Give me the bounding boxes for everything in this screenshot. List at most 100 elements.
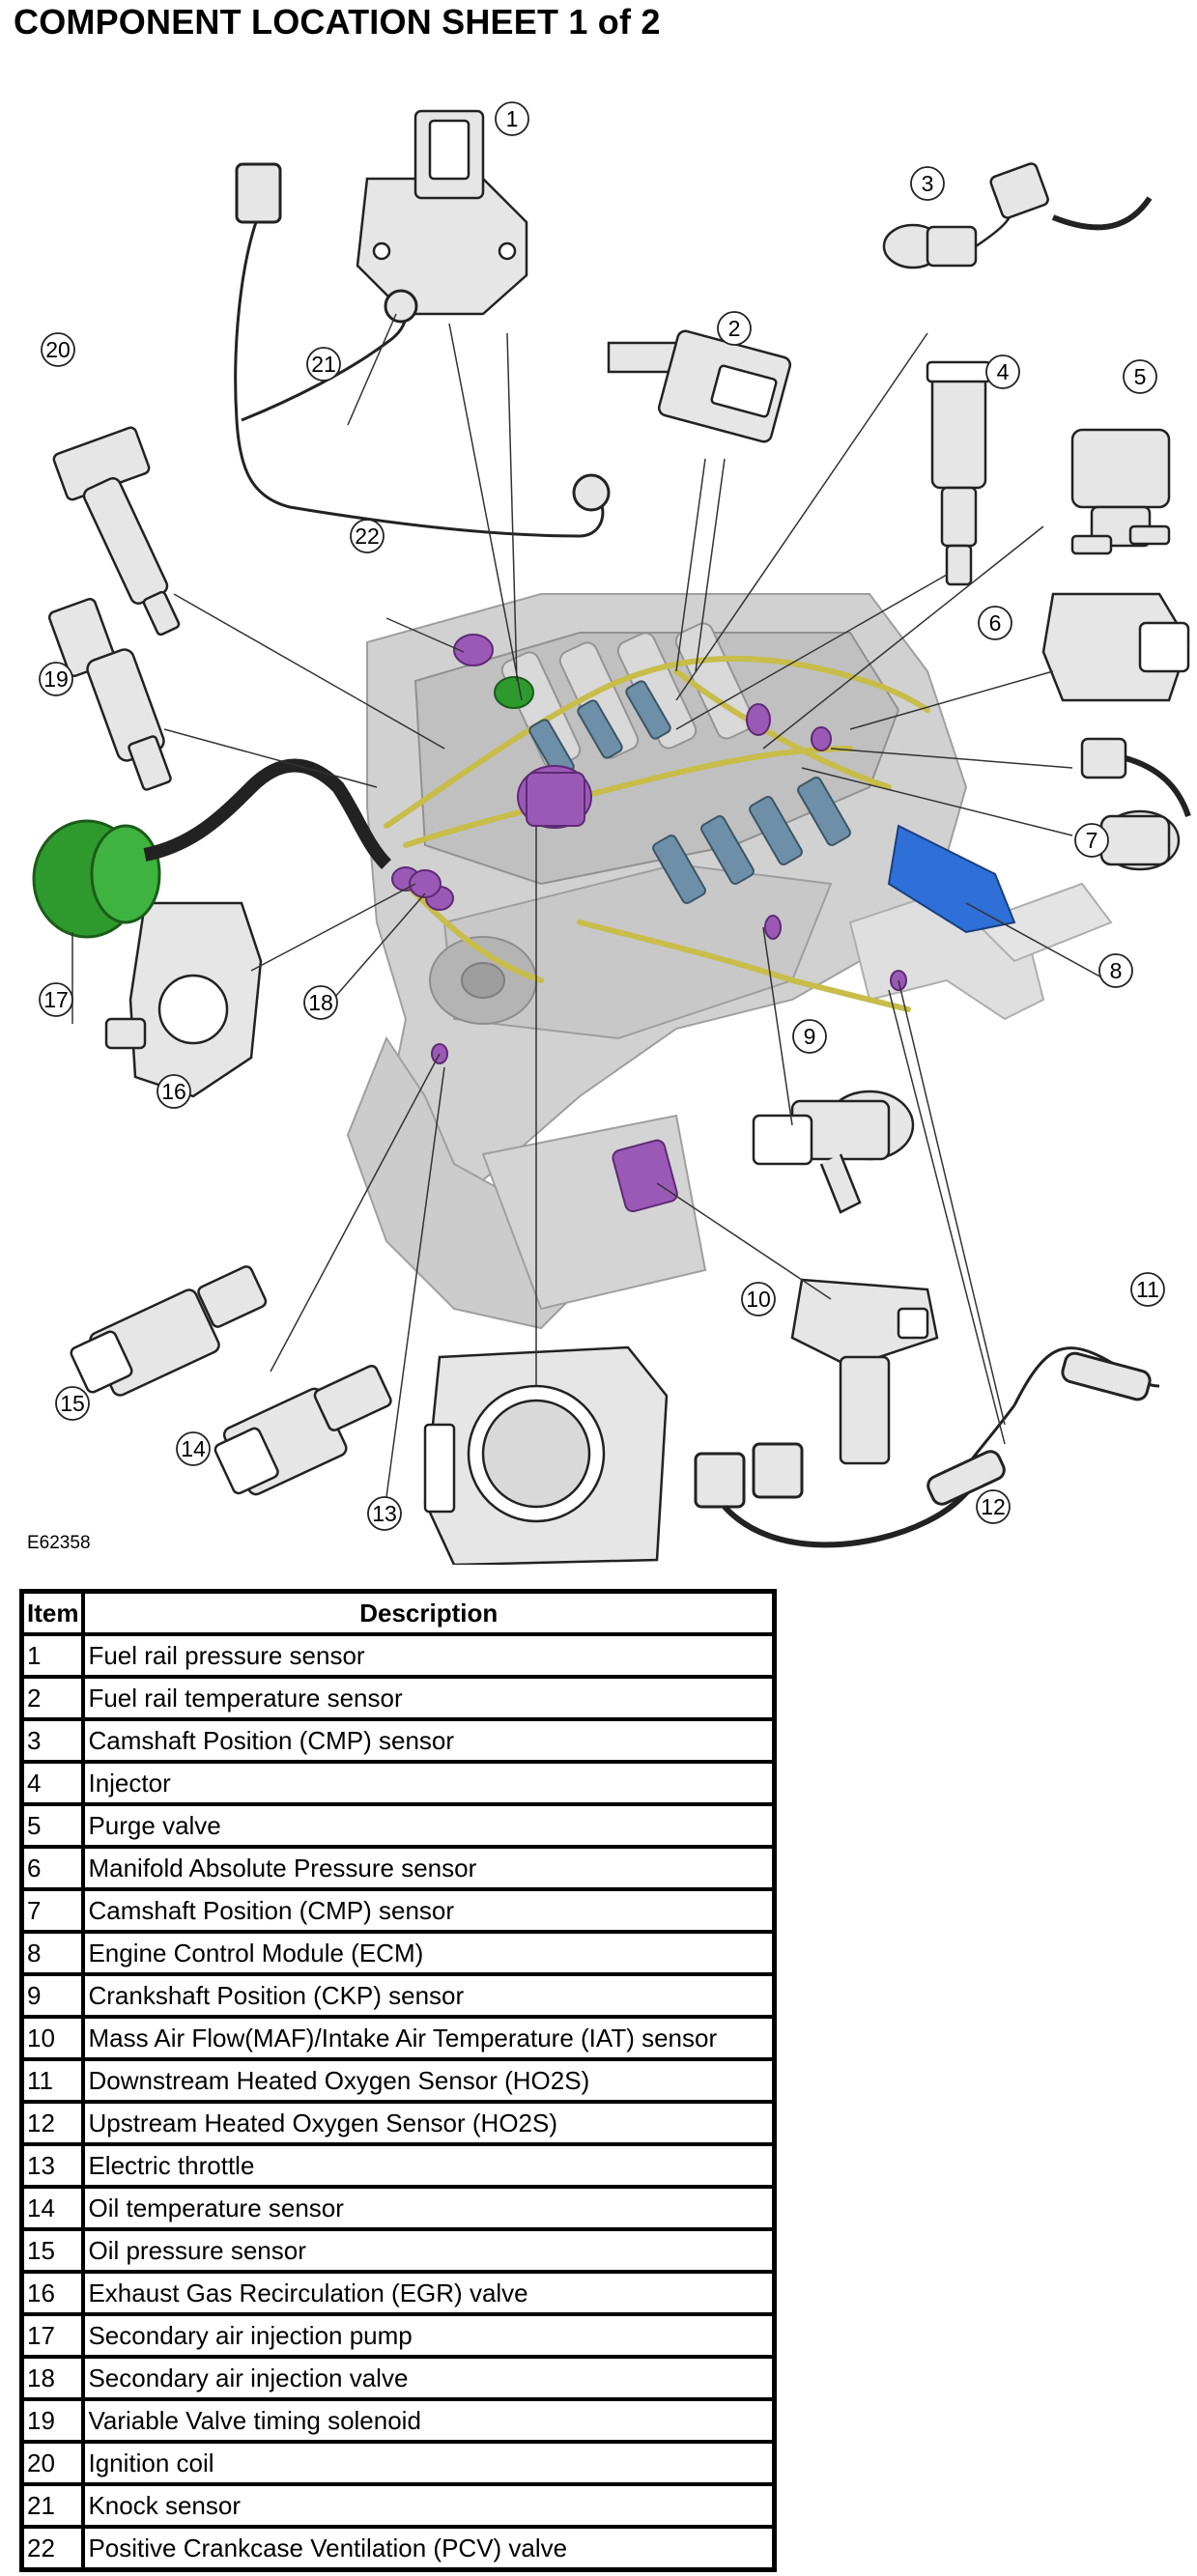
legend-description: Electric throttle [83, 2144, 774, 2187]
legend-item: 20 [22, 2442, 84, 2484]
legend-item: 11 [22, 2059, 84, 2102]
legend-description: Fuel rail temperature sensor [83, 1677, 774, 1719]
secondary-air-valve [409, 869, 442, 898]
callout-13: 13 [372, 1501, 397, 1526]
callout-9: 9 [804, 1024, 816, 1049]
callout-12: 12 [981, 1494, 1006, 1519]
legend-description: Ignition coil [83, 2442, 774, 2484]
egr-valve [104, 901, 263, 1098]
callout-16: 16 [161, 1079, 186, 1104]
legend-description: Positive Crankcase Ventilation (PCV) val… [83, 2527, 774, 2569]
fuel-rail-pressure-sensor [356, 109, 528, 316]
fuel-rail-temperature-sensor [607, 329, 792, 443]
legend-description: Secondary air injection pump [83, 2314, 774, 2357]
legend-header-row: Item Description [22, 1592, 774, 1634]
upstream-ho2s [694, 1442, 1006, 1548]
map-sensor [1041, 592, 1190, 702]
legend-item: 8 [22, 1932, 84, 1974]
legend-item: 15 [22, 2229, 84, 2272]
legend-description: Knock sensor [83, 2484, 774, 2527]
callout-8: 8 [1110, 958, 1123, 983]
legend-header-item: Item [22, 1592, 84, 1634]
legend-item: 6 [22, 1847, 84, 1889]
legend-description: Purge valve [83, 1804, 774, 1847]
injector [926, 360, 992, 586]
ecm-highlight [887, 824, 1016, 934]
legend-item: 5 [22, 1804, 84, 1847]
callout-3: 3 [922, 171, 934, 196]
legend-item: 17 [22, 2314, 84, 2357]
ckp-sensor [752, 1090, 915, 1214]
legend-description: Fuel rail pressure sensor [83, 1634, 774, 1677]
legend-item: 13 [22, 2144, 84, 2187]
legend-description: Injector [83, 1762, 774, 1804]
legend-header-description: Description [83, 1592, 774, 1634]
legend-description: Downstream Heated Oxygen Sensor (HO2S) [83, 2059, 774, 2102]
legend-description: Engine Control Module (ECM) [83, 1932, 774, 1974]
callout-20: 20 [45, 337, 71, 362]
legend-item: 18 [22, 2357, 84, 2399]
callout-19: 19 [43, 666, 69, 692]
legend-item: 4 [22, 1762, 84, 1804]
legend-description: Oil pressure sensor [83, 2229, 774, 2272]
knock-sensor [234, 162, 611, 538]
electric-throttle [423, 1345, 669, 1565]
engine-component-diagram: 1 2 3 4 5 6 7 8 9 10 11 12 13 14 15 16 1… [32, 101, 1191, 1565]
ignition-coil [52, 426, 181, 637]
callout-circles [39, 101, 1165, 1531]
legend-item: 14 [22, 2187, 84, 2229]
legend-item: 10 [22, 2017, 84, 2059]
legend-item: 1 [22, 1634, 84, 1677]
legend-item: 9 [22, 1974, 84, 2017]
oil-pressure-sensor [70, 1265, 268, 1397]
legend-item: 21 [22, 2484, 84, 2527]
callout-17: 17 [43, 987, 69, 1012]
legend-item: 3 [22, 1719, 84, 1762]
callout-22: 22 [355, 524, 380, 549]
legend-item: 22 [22, 2527, 84, 2569]
figure-id: E62358 [27, 1533, 91, 1553]
callout-6: 6 [989, 610, 1002, 636]
legend-description: Secondary air injection valve [83, 2357, 774, 2399]
legend-description: Mass Air Flow(MAF)/Intake Air Temperatur… [83, 2017, 774, 2059]
legend-item: 16 [22, 2272, 84, 2314]
cmp-sensor-7 [1080, 737, 1191, 871]
callout-numbers: 1 2 3 4 5 6 7 8 9 10 11 12 13 14 15 16 1… [43, 106, 1159, 1526]
legend-item: 7 [22, 1889, 84, 1932]
callout-18: 18 [308, 990, 333, 1015]
legend-item: 12 [22, 2102, 84, 2144]
callout-4: 4 [997, 359, 1010, 384]
purge-valve [1070, 428, 1171, 555]
downstream-ho2s [955, 1346, 1160, 1484]
callout-10: 10 [746, 1287, 771, 1312]
legend-description: Camshaft Position (CMP) sensor [83, 1889, 774, 1932]
legend-description: Camshaft Position (CMP) sensor [83, 1719, 774, 1762]
legend-description: Crankshaft Position (CKP) sensor [83, 1974, 774, 2017]
callout-21: 21 [311, 352, 336, 377]
legend-description: Oil temperature sensor [83, 2187, 774, 2229]
legend-item: 19 [22, 2399, 84, 2442]
vvt-solenoid [47, 598, 172, 791]
green-component [494, 676, 534, 709]
legend-description: Manifold Absolute Pressure sensor [83, 1847, 774, 1889]
